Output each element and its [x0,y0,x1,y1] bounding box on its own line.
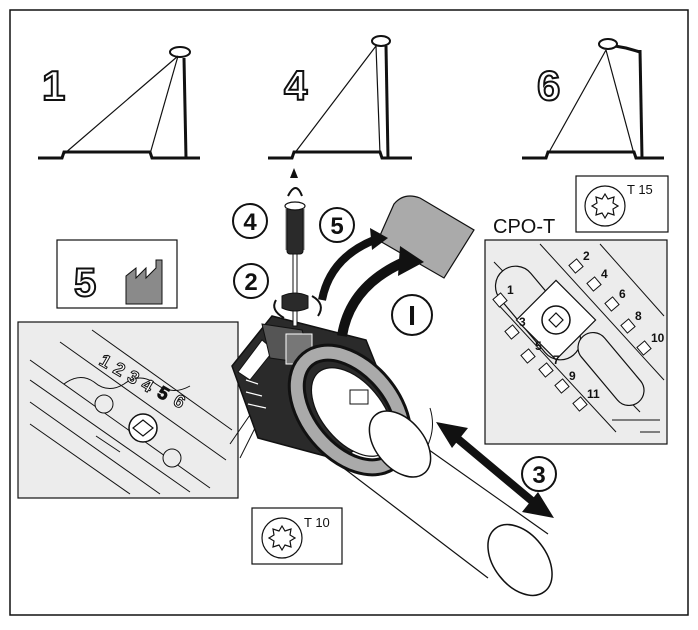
torx-t10-label: T 10 [304,515,330,530]
cpo-t-panel: CPO-T 1 2 3 4 5 6 7 8 9 10 11 [484,216,668,445]
step-badge-3-label: 3 [532,462,545,489]
detail-hole [94,394,114,414]
rotate-arrowhead [398,246,424,276]
beam-diagram-6-label: 6 [537,62,560,109]
light-beam [547,49,635,155]
cpo-marker-4 [586,276,602,292]
tool-collar [281,292,309,312]
detail-hole [162,448,182,468]
factory-setting-label: 5 [74,261,96,305]
torx-t10-icon [261,517,303,559]
cover-arrowhead [370,228,388,250]
cpo-slot [577,331,645,407]
cpo-marker-1 [492,292,508,308]
step-badge-2: 2 [233,263,269,299]
cpo-marker-label-2: 2 [583,249,590,263]
pole [384,45,390,159]
tighten-arrowhead [290,168,298,178]
torx-t15-icon [584,185,626,227]
beam-diagram-4: 4 [268,35,412,160]
detail-frame [17,321,239,499]
cpo-marker-label-9: 9 [569,369,576,383]
beam-diagram-6: 6 [522,38,664,160]
cpo-marker-label-5: 5 [535,339,542,353]
factory-setting-box: 5 [56,239,178,309]
cpo-marker-10 [636,340,652,356]
screw-rotate-arrow [273,295,322,319]
ring-clamp [349,389,369,405]
cover-plate [377,195,475,279]
slide-arrow-shaft [449,430,541,510]
cpo-marker-label-7: 7 [553,353,560,367]
cpo-marker-label-8: 8 [635,309,642,323]
cpo-marker-5 [520,348,536,364]
cpo-marker-6 [604,296,620,312]
cpo-marker-label-4: 4 [601,267,608,281]
beam-diagram-1: 1 [38,46,200,160]
product-illustration [231,201,553,597]
lamp-head [371,35,391,47]
beam-diagram-1-label: 1 [42,62,65,109]
screwdriver [284,201,306,327]
cpo-marker-9 [554,378,570,394]
cpo-marker-11 [572,396,588,412]
step-badge-1-label: I [408,300,416,331]
step-badge-3: 3 [521,456,557,492]
detail-selector-screw [128,413,158,443]
step-badge-4: 4 [232,203,268,239]
factory-icon [125,259,163,305]
mounting-ring [287,343,432,478]
cpo-marker-label-6: 6 [619,287,626,301]
step-badge-1: I [391,294,433,336]
cpo-selector-dial [515,279,597,361]
cpo-marker-7 [538,362,554,378]
cpo-marker-label-11: 11 [587,387,600,401]
torx-t15-box: T 15 [575,175,669,233]
pole [182,57,188,159]
step-badge-5: 5 [319,207,355,243]
slide-arrowhead-left [436,422,468,448]
lamp-head [598,38,618,50]
cpo-marker-label-3: 3 [519,315,526,329]
torx-t10-box: T 10 [251,507,343,565]
light-beam [293,45,381,155]
cpo-marker-label-1: 1 [507,283,514,297]
cpo-marker-8 [620,318,636,334]
cpo-t-title: CPO-T [493,216,555,238]
lamp-head [169,46,191,58]
beam-diagram-4-label: 4 [284,62,308,109]
slide-arrowhead-right [522,492,554,518]
torx-t15-label: T 15 [627,182,653,197]
cpo-marker-label-10: 10 [651,331,665,345]
cpo-marker-2 [568,258,584,274]
cpo-position-markers: 1 2 3 4 5 6 7 8 9 10 11 [492,249,665,412]
pole [638,49,644,159]
step-badge-4-label: 4 [243,209,257,236]
cover-arrow [318,236,376,301]
tighten-arrow [287,187,303,197]
cpo-marker-3 [504,324,520,340]
light-beam [63,55,179,155]
ground-line [38,150,200,160]
step-badge-2-label: 2 [244,269,257,296]
detail-grooves [29,329,233,495]
step-badge-5-label: 5 [330,213,343,240]
arrows [273,168,554,518]
rotate-arrow [337,257,407,337]
